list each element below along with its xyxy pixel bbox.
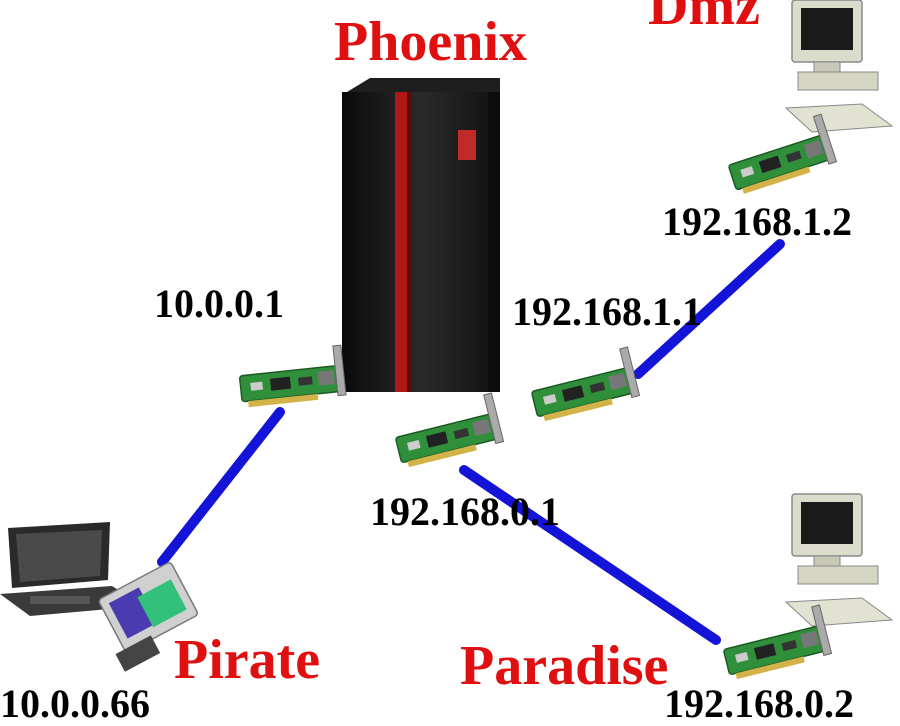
ip-label-phoenix-right: 192.168.1.1 [512,289,702,334]
ip-label-phoenix-left: 10.0.0.1 [154,281,284,326]
nic-phoenix-left-icon [236,344,347,409]
nic-phoenix-bottom-icon [389,392,505,470]
link-pirate [157,407,285,567]
link-paradise [459,465,721,645]
dmz-computer-icon [785,0,893,133]
ip-label-pirate: 10.0.0.66 [0,681,150,726]
ip-label-paradise: 192.168.0.2 [664,681,854,726]
ip-label-dmz: 192.168.1.2 [662,199,852,244]
nic-phoenix-right-icon [525,346,641,424]
link-dmz [633,239,785,379]
network-diagram [0,0,893,682]
ip-label-phoenix-bottom: 192.168.0.1 [370,489,560,534]
pirate-pccard-icon [98,562,198,672]
host-label-paradise: Paradise [460,635,669,697]
host-label-phoenix: Phoenix [334,11,527,73]
host-label-dmz: Dmz [648,0,760,37]
paradise-computer-icon [785,493,893,627]
nic-dmz-icon [721,113,838,197]
nic-paradise-icon [717,604,833,682]
server-tower-icon [342,78,500,392]
host-label-pirate: Pirate [174,629,321,691]
